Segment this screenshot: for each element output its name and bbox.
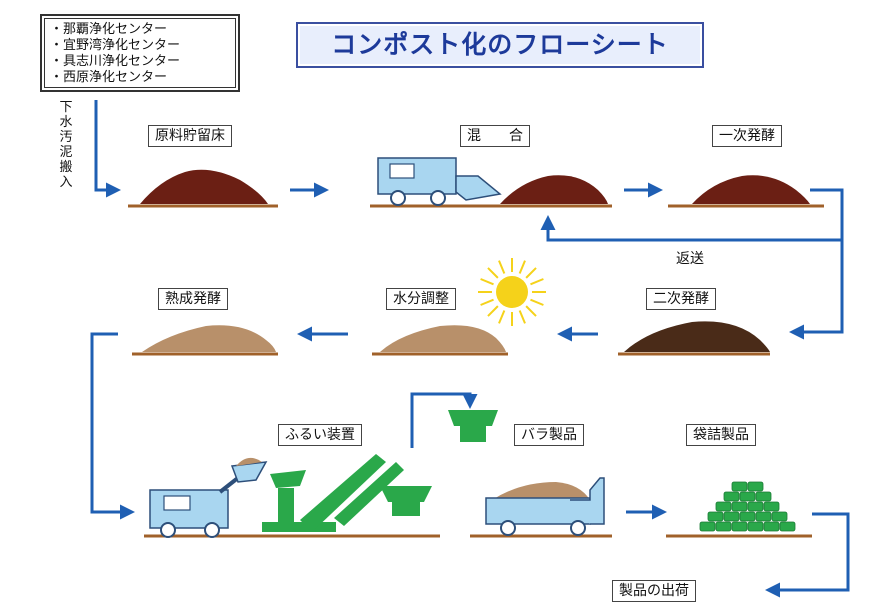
stage-label-secondary-fermentation: 二次発酵 [646,288,716,310]
page-title: コンポスト化のフローシート [296,22,704,68]
stage-label-bulk-product: バラ製品 [514,424,584,446]
plant-item: ・西原浄化センター [50,70,168,85]
sieve-loader-icon [149,457,268,538]
flow-arrow [410,392,478,448]
hopper-icon [380,486,432,516]
plant-list: ・那覇浄化センター ・宜野湾浄化センター ・具志川浄化センター ・西原浄化センタ… [40,14,240,92]
conveyor-icon [262,454,404,532]
stage-label-moisture-adjustment: 水分調整 [386,288,456,310]
secondary-fermentation-pile [618,321,770,356]
flow-arrow [90,332,135,520]
maturing-pile [132,325,278,356]
dump-truck-icon [485,477,605,536]
bulk-hopper-icon [448,410,498,442]
mixing-pile [370,175,612,208]
plant-item: ・宜野湾浄化センター [50,38,181,53]
raw-storage-pile [128,169,278,208]
plant-item: ・那覇浄化センター [50,22,168,37]
bag-stack-icon [699,481,796,532]
stage-label-raw-storage: 原料貯留床 [148,125,232,147]
plant-item: ・具志川浄化センター [50,54,181,69]
stage-label-sieve: ふるい装置 [278,424,362,446]
stage-label-bagged-product: 袋詰製品 [686,424,756,446]
inbound-arrow [94,100,121,198]
primary-fermentation-pile [668,175,824,208]
stage-label-shipment: 製品の出荷 [612,580,696,602]
loader-truck-icon [377,157,502,206]
moisture-adjustment-pile [372,325,508,356]
sun-icon [478,258,546,326]
return-arrow [540,215,842,242]
stage-label-primary-fermentation: 一次発酵 [712,125,782,147]
sludge-inbound-label: 下水汚泥搬入 [59,100,73,190]
stage-label-maturing: 熟成発酵 [158,288,228,310]
flow-arrow [789,188,844,340]
stage-label-mixing: 混 合 [460,125,530,147]
return-label: 返送 [676,251,704,267]
shipment-arrow [765,512,850,598]
